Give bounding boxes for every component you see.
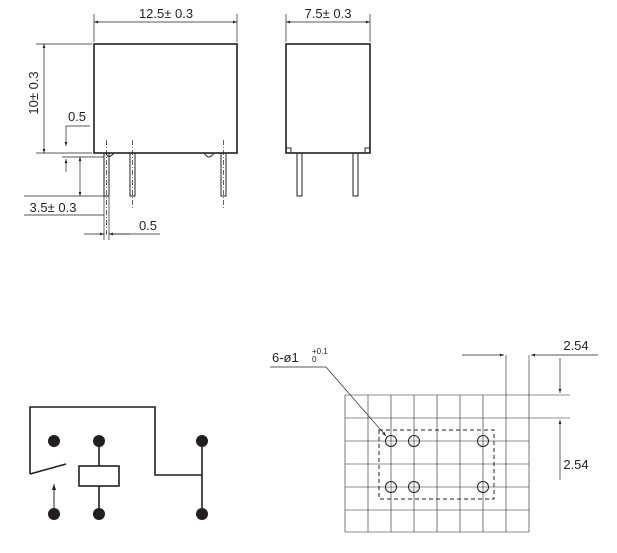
- pin-length-dim-label: 3.5± 0.3: [30, 200, 77, 215]
- hole-spec-label: 6-ø1: [272, 350, 299, 365]
- relay-body-side: [285, 43, 371, 154]
- hole-tol-plus: +0.1: [312, 347, 328, 356]
- pcb-grid: [344, 355, 570, 533]
- schematic-terminals: [48, 435, 208, 520]
- relay-footprint-outline: [378, 429, 495, 500]
- standoff-dim-label: 0.5: [68, 109, 86, 124]
- pitch-vertical-label: 2.54: [563, 457, 588, 472]
- front-pins: [103, 152, 227, 197]
- notch-right: [203, 152, 215, 158]
- front-view: 12.5± 0.3 10± 0.3 0.5 3.5± 0.3 0.5: [24, 6, 238, 240]
- switch-lever: [29, 463, 67, 475]
- relay-coil: [78, 465, 120, 487]
- pitch-horizontal-label: 2.54: [563, 338, 588, 353]
- height-dim-label: 10± 0.3: [26, 71, 41, 114]
- side-view: 7.5± 0.3: [285, 6, 371, 197]
- pcb-holes: [385, 435, 489, 493]
- wiring-schematic: [29, 406, 208, 520]
- pin-thickness-dim-label: 0.5: [139, 218, 157, 233]
- hole-tol-minus: 0: [312, 355, 317, 364]
- side-pin-left: [296, 152, 303, 197]
- schematic-wire: [29, 406, 202, 476]
- side-pin-right: [352, 152, 359, 197]
- relay-body-front: [93, 43, 238, 154]
- width-dim-label: 12.5± 0.3: [139, 6, 193, 21]
- pcb-layout: 6-ø1 +0.1 0 2.54 2.54: [270, 338, 598, 533]
- depth-dim-label: 7.5± 0.3: [305, 6, 352, 21]
